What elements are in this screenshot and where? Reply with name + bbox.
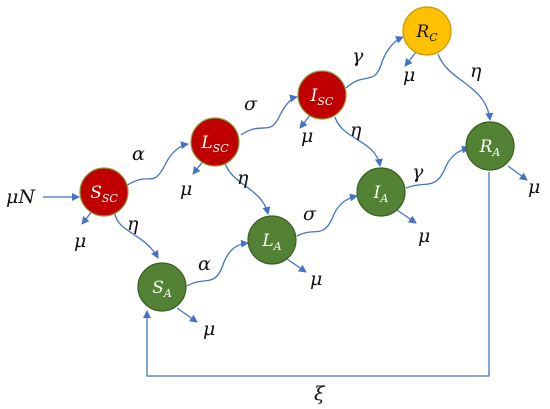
edge-ia-death [396, 209, 417, 224]
edge-ra-sa-feedback [143, 172, 490, 377]
edge-sa-la [186, 239, 249, 287]
label-eta-lsc-la: η [237, 167, 249, 189]
label-alpha-lower: α [198, 253, 211, 275]
label-sigma-lower: σ [303, 203, 317, 225]
edge-isc-death [299, 113, 312, 129]
node-la: LA [247, 215, 297, 265]
label-inflow-mu-n: μN [6, 186, 36, 208]
svg-text:LSC: LSC [200, 133, 229, 155]
label-sigma-upper: σ [244, 93, 258, 115]
svg-text:SSC: SSC [90, 183, 118, 205]
node-ra: RA [465, 121, 515, 171]
label-mu-lsc: μ [180, 178, 192, 200]
label-eta-ssc-sa: η [127, 213, 139, 235]
edge-sa-death [176, 307, 198, 323]
node-sa: SA [137, 262, 187, 312]
edge-isc-ia [334, 116, 383, 167]
label-mu-sa: μ [203, 318, 215, 340]
label-mu-isc: μ [301, 125, 313, 147]
label-eta-rc-ra: η [470, 60, 482, 82]
label-mu-ia: μ [418, 225, 430, 247]
label-mu-ssc: μ [74, 230, 86, 252]
node-rc: RC [402, 6, 452, 56]
label-alpha-upper: α [132, 143, 145, 165]
label-mu-ra: μ [528, 176, 540, 198]
edge-lsc-la [224, 162, 271, 215]
edge-rc-ra [437, 53, 494, 121]
edge-ra-death [507, 165, 528, 181]
svg-text:ISC: ISC [310, 86, 334, 108]
edge-lsc-isc [240, 94, 298, 136]
svg-text:IA: IA [373, 183, 389, 205]
edge-ssc-sa [114, 213, 159, 259]
edge-rc-death [404, 51, 417, 67]
node-isc: ISC [297, 70, 347, 120]
label-eta-isc-ia: η [350, 119, 362, 141]
label-gamma-lower: γ [412, 161, 424, 183]
edge-la-ia [296, 193, 358, 237]
label-gamma-upper: γ [352, 45, 364, 67]
svg-text:RA: RA [479, 137, 501, 159]
label-xi-feedback: ξ [314, 383, 326, 405]
svg-text:LA: LA [261, 231, 281, 253]
node-ssc: SSC [79, 167, 129, 217]
label-mu-rc: μ [403, 64, 415, 86]
edge-ia-ra [405, 145, 470, 189]
svg-text:SA: SA [152, 278, 172, 300]
edge-ssc-lsc [125, 141, 189, 187]
label-mu-la: μ [310, 268, 322, 290]
node-ia: IA [356, 167, 406, 217]
edge-isc-rc [345, 36, 404, 89]
node-lsc: LSC [190, 117, 240, 167]
svg-text:RC: RC [415, 22, 438, 44]
edge-la-death [286, 258, 307, 273]
